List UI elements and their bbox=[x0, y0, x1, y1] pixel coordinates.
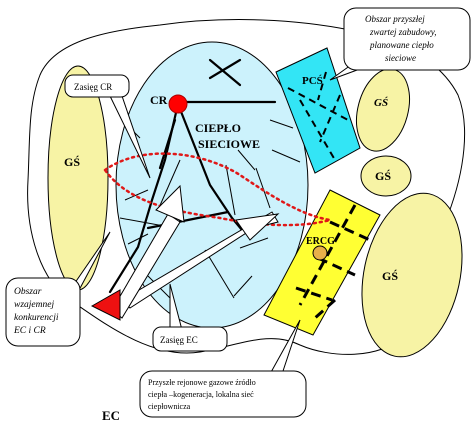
callout-future-gas-box bbox=[139, 370, 307, 418]
zasieg-cr-arrow-head bbox=[155, 184, 185, 223]
gs-label-right-bottom: GŚ bbox=[382, 269, 398, 283]
main-heat-lines bbox=[108, 58, 277, 294]
cieplo-sieciowe-label-line1: CIEPŁO bbox=[195, 121, 241, 135]
gs-label-right-mid: GŚ bbox=[375, 169, 391, 183]
svg-text:Obszar wzajemnej konku: Obszar wzajemnej konkurencji EC i CR bbox=[13, 287, 61, 336]
pcs-area bbox=[275, 47, 361, 174]
ec-heat-source bbox=[90, 289, 121, 321]
ec-label: EC bbox=[102, 408, 120, 423]
heat-network-area bbox=[115, 41, 309, 329]
cieplo-sieciowe-label-line2: SIECIOWE bbox=[198, 137, 260, 151]
callout-future-gas-line2: ciepła –kogeneracja, lokalna sieć bbox=[148, 390, 254, 399]
callout-future-gas-line1: Przyszłe rejonowe gazowe źródło bbox=[148, 378, 256, 387]
ercg-label: ERCG bbox=[306, 236, 335, 247]
gs-area-left bbox=[47, 65, 109, 291]
callout-zasieg-cr-text: Zasięg CR bbox=[74, 82, 112, 92]
planned-network-pcs bbox=[287, 71, 349, 161]
callout-competition-box bbox=[5, 277, 81, 347]
gs-label-left: GŚ bbox=[64, 155, 80, 169]
callout-zasieg-ec-text: Zasięg EC bbox=[160, 335, 198, 345]
gs-area-right-bottom bbox=[361, 192, 463, 358]
callout-future-area-line1: Obszar przyszłej bbox=[365, 14, 425, 24]
cr-label: CR bbox=[150, 93, 168, 107]
pcs-label: PCŚ bbox=[302, 75, 323, 87]
gs-label-right-top: GŚ bbox=[374, 97, 388, 109]
svg-text:Obszar przyszłej zwartej z: Obszar przyszłej zwartej zabudowy, plano… bbox=[365, 14, 439, 63]
callout-zasieg-ec-box bbox=[152, 326, 228, 352]
ercg-heat-source bbox=[312, 245, 328, 261]
callout-competition-line3: konkurencji bbox=[14, 313, 59, 323]
zasieg-ec-arrow-head bbox=[235, 213, 280, 241]
svg-text:Przyszłe rejonowe gazowe źródł: Przyszłe rejonowe gazowe źródło ciepła –… bbox=[148, 378, 258, 411]
callout-future-area-line4: sieciowe bbox=[385, 53, 416, 63]
callout-future-area-line3: planowane ciepło bbox=[369, 40, 434, 50]
callout-future-area-line2: zwartej zabudowy, bbox=[369, 27, 437, 37]
cr-heat-source bbox=[168, 94, 188, 114]
callout-competition-line1: Obszar bbox=[14, 287, 42, 297]
callout-future-gas-line3: ciepłownicza bbox=[148, 402, 191, 411]
callout-competition-line4: EC i CR bbox=[13, 326, 46, 336]
callout-future-area-box bbox=[343, 7, 471, 71]
gs-area-right-mid bbox=[360, 155, 412, 197]
planned-network-ercg bbox=[295, 204, 371, 320]
callout-competition-line2: wzajemnej bbox=[14, 300, 54, 310]
callout-zasieg-cr-box bbox=[64, 74, 130, 98]
